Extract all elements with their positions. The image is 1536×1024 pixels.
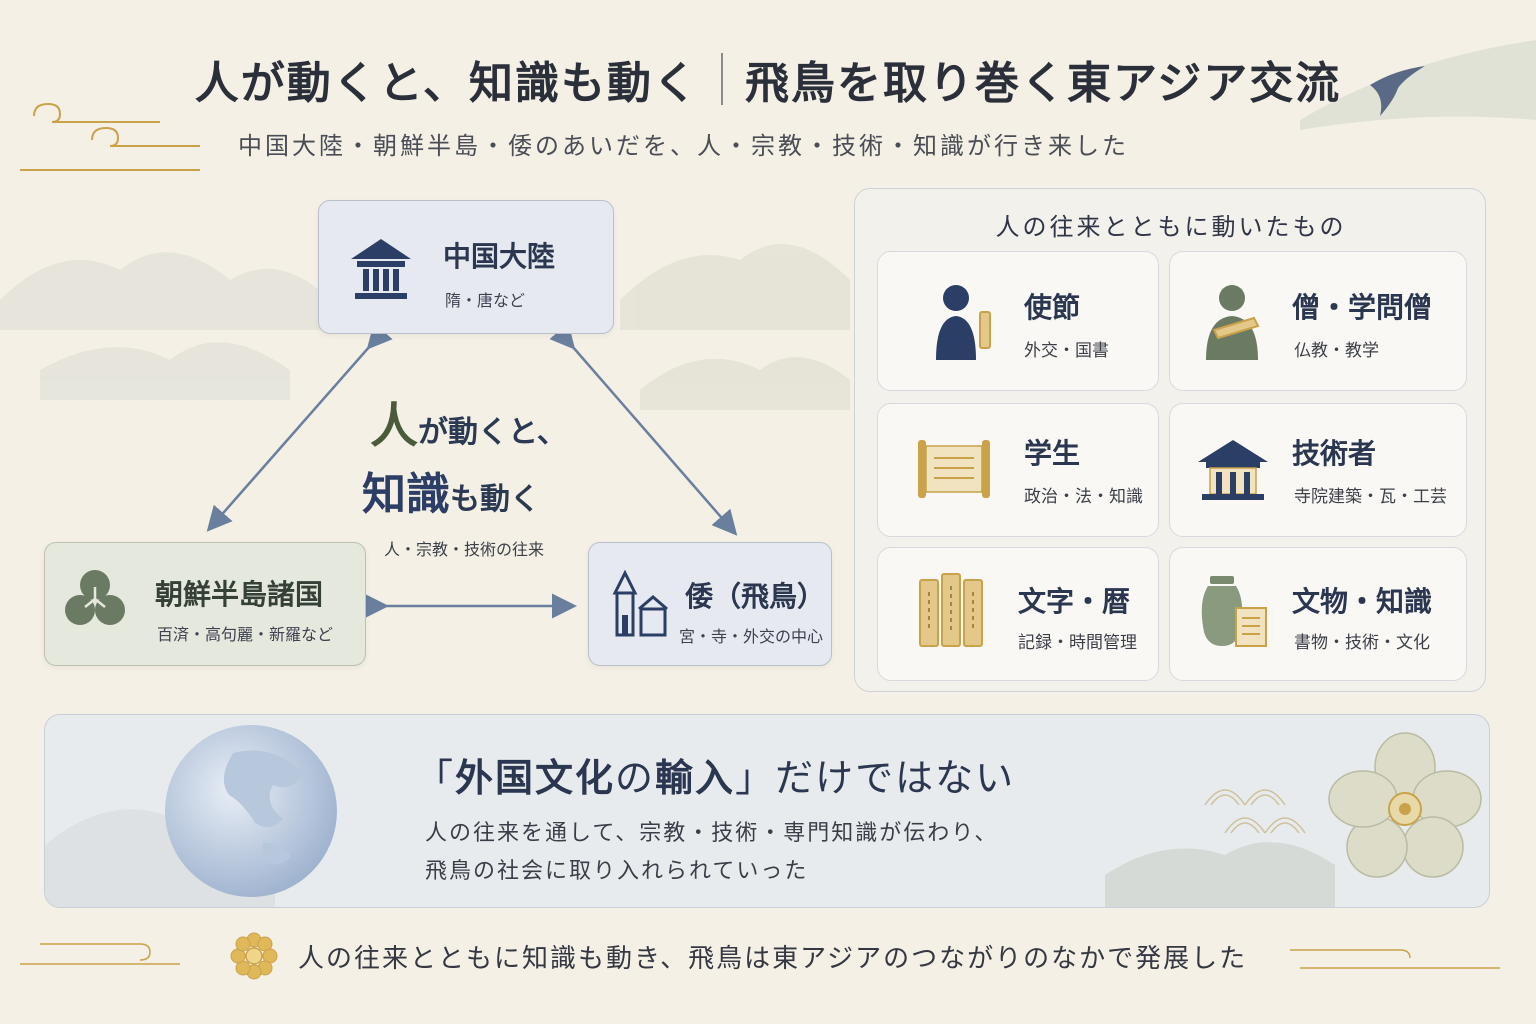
center-big-person: 人 xyxy=(370,398,419,454)
header-title: 人が動くと、知識も動く 飛鳥を取り巻く東アジア交流 xyxy=(0,44,1536,114)
wooden-tablets-icon xyxy=(919,573,983,647)
banner-title: 「外国文化の輸入」だけではない xyxy=(415,747,1015,802)
node-wa: 倭（飛鳥） 宮・寺・外交の中心 xyxy=(588,542,832,666)
pagoda-icon xyxy=(612,569,668,637)
temple-icon xyxy=(1198,440,1268,500)
title-right: 飛鳥を取り巻く東アジア交流 xyxy=(745,58,1342,109)
banner-import: 輸入 xyxy=(655,755,736,800)
node-korea: 朝鮮半島諸国 百済・高句麗・新羅など xyxy=(44,542,366,666)
card-student-title: 学生 xyxy=(1024,437,1081,470)
jar-document-icon xyxy=(1201,576,1267,647)
china-title: 中国大陸 xyxy=(443,240,556,273)
node-china: 中国大陸 隋・唐など xyxy=(318,200,614,334)
banner-foreign-culture: 外国文化 xyxy=(455,755,616,800)
banner-no: の xyxy=(615,756,656,800)
footer-text: 人の往来とともに知識も動き、飛鳥は東アジアのつながりのなかで発展した xyxy=(298,944,1248,974)
globe-icon xyxy=(165,725,337,897)
banner-quote-open: 「 xyxy=(415,756,456,800)
connection-arrows xyxy=(206,322,738,619)
subtitle: 中国大陸・朝鮮半島・倭のあいだを、人・宗教・技術・知識が行き来した xyxy=(238,132,1129,160)
center-big-knowledge: 知識 xyxy=(362,469,450,520)
card-envoy-title: 使節 xyxy=(1024,291,1081,324)
center-line1-rest: が動くと、 xyxy=(418,415,567,450)
title-divider xyxy=(721,53,723,105)
scroll-icon xyxy=(918,440,990,498)
card-monk-desc: 仏教・教学 xyxy=(1294,341,1379,361)
card-artifacts-desc: 書物・技術・文化 xyxy=(1294,633,1430,653)
banner-line-1: 人の往来を通して、宗教・技術・専門知識が伝わり、 xyxy=(425,821,999,846)
banner-line-2: 飛鳥の社会に取り入れられていった xyxy=(425,859,809,884)
center-sub: 人・宗教・技術の往来 xyxy=(384,540,545,559)
envoy-icon xyxy=(936,285,991,360)
monk-icon xyxy=(1206,285,1260,360)
center-line1: 人が動くと、 xyxy=(370,386,567,456)
card-writing-title: 文字・暦 xyxy=(1018,585,1131,618)
card-monk: 僧・学問僧 仏教・教学 xyxy=(1169,251,1467,391)
card-envoy-desc: 外交・国書 xyxy=(1024,341,1109,361)
items-panel: 人の往来とともに動いたもの 使節 外交・国書 僧・学問僧 仏教・教学 学生 xyxy=(854,188,1486,692)
center-message: 人が動くと、 知識も動く 人・宗教・技術の往来 xyxy=(362,386,567,560)
card-writing: 文字・暦 記録・時間管理 xyxy=(877,547,1159,681)
chrysanthemum-icon xyxy=(230,932,278,980)
panel-title: 人の往来とともに動いたもの xyxy=(995,213,1347,241)
card-artifacts-title: 文物・知識 xyxy=(1292,585,1433,618)
center-line2-rest: も動く xyxy=(450,482,540,517)
arrow-china-wa xyxy=(549,322,738,536)
card-artifacts: 文物・知識 書物・技術・文化 xyxy=(1169,547,1467,681)
card-student: 学生 政治・法・知識 xyxy=(877,403,1159,537)
korea-sub: 百済・高句麗・新羅など xyxy=(157,625,334,644)
title-left: 人が動くと、知識も動く xyxy=(194,58,699,109)
lotus-flower-icon xyxy=(1328,732,1482,878)
palace-icon xyxy=(351,239,411,299)
wa-sub: 宮・寺・外交の中心 xyxy=(679,627,824,646)
card-monk-title: 僧・学問僧 xyxy=(1292,291,1433,324)
trefoil-icon xyxy=(65,570,125,625)
card-writing-desc: 記録・時間管理 xyxy=(1018,633,1137,653)
center-line2: 知識も動く xyxy=(362,458,567,522)
arrow-china-korea xyxy=(206,322,393,532)
wa-title: 倭（飛鳥） xyxy=(685,580,826,613)
message-banner: 「外国文化の輸入」だけではない 人の往来を通して、宗教・技術・専門知識が伝わり、… xyxy=(44,714,1490,908)
card-artisan-title: 技術者 xyxy=(1292,437,1377,470)
china-sub: 隋・唐など xyxy=(445,291,526,310)
card-student-desc: 政治・法・知識 xyxy=(1024,487,1143,507)
card-envoy: 使節 外交・国書 xyxy=(877,251,1159,391)
card-artisan-desc: 寺院建築・瓦・工芸 xyxy=(1294,487,1447,507)
banner-quote-close: 」だけではない xyxy=(735,756,1016,800)
card-artisan: 技術者 寺院建築・瓦・工芸 xyxy=(1169,403,1467,537)
korea-title: 朝鮮半島諸国 xyxy=(155,578,324,611)
